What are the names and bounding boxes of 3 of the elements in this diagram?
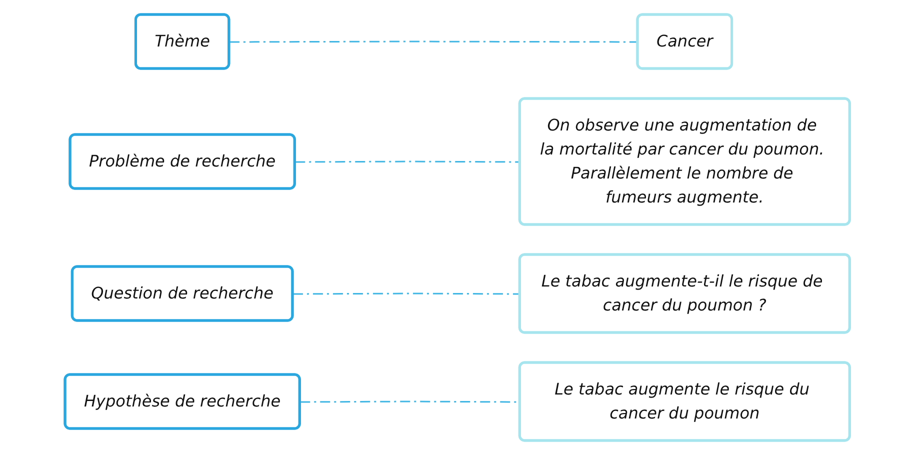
connector <box>292 292 520 295</box>
connector <box>229 40 638 43</box>
connector <box>294 160 520 163</box>
